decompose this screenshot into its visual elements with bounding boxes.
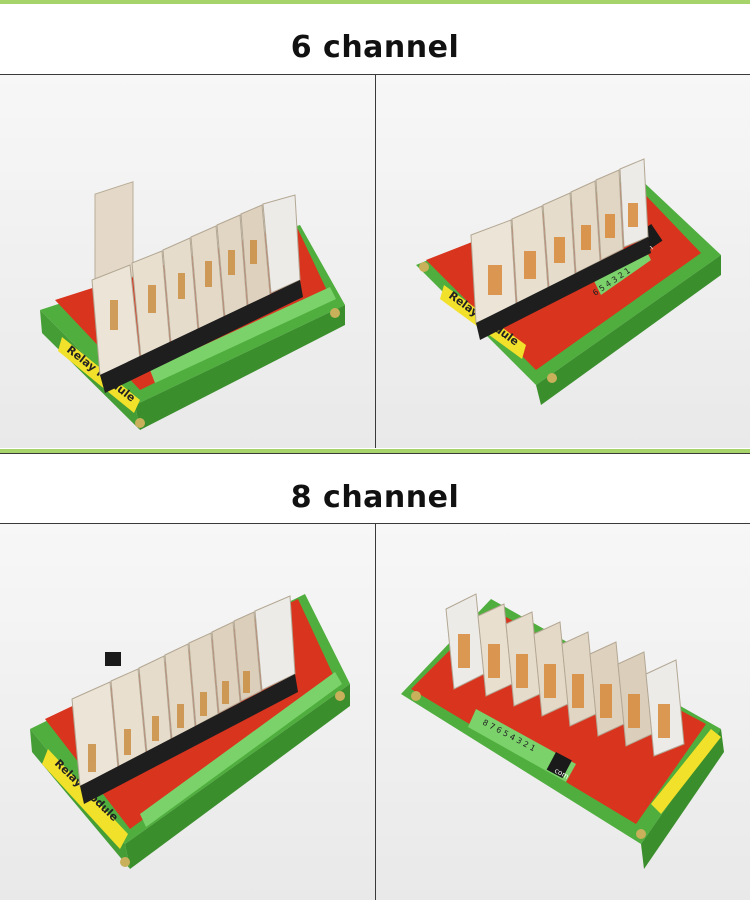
section-title-8-channel: 8 channel xyxy=(290,480,460,515)
section-divider xyxy=(0,453,750,454)
photo-divider xyxy=(375,524,376,900)
photo-6ch-angled: Relay Module 6 5 4 3 2 1 com xyxy=(376,75,750,448)
section-divider xyxy=(0,74,750,75)
section-title-6-channel: 6 channel xyxy=(290,30,460,65)
photo-8ch-angled: 8 7 6 5 4 3 2 1 com xyxy=(376,524,750,900)
section-divider xyxy=(0,523,750,524)
photo-6ch-front: Relay Module xyxy=(0,75,375,448)
photo-8ch-front: Relay Module xyxy=(0,524,375,900)
middle-accent-band xyxy=(0,449,750,453)
top-accent-band xyxy=(0,0,750,4)
photo-divider xyxy=(375,75,376,448)
